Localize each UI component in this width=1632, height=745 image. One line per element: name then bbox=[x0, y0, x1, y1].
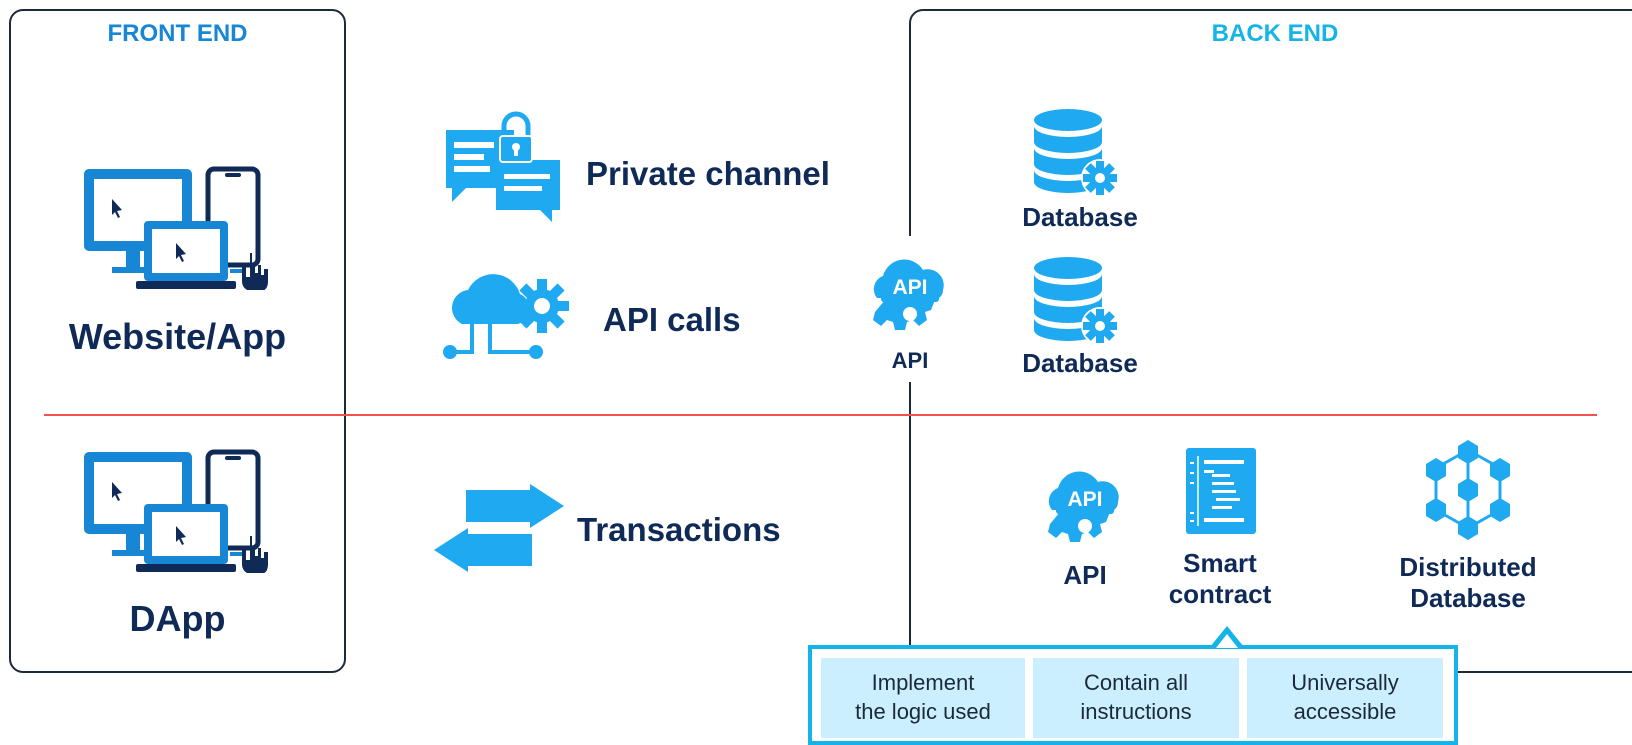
database-gear-icon bbox=[1034, 109, 1119, 197]
callout-cell-2: Contain all instructions bbox=[1033, 658, 1239, 738]
front-back-divider bbox=[44, 414, 1597, 416]
transactions-label: Transactions bbox=[577, 511, 781, 548]
website-app-label: Website/App bbox=[68, 316, 287, 357]
back-end-title: BACK END bbox=[1211, 20, 1339, 47]
private-chat-icon bbox=[446, 111, 560, 222]
callout-pointer-inner bbox=[1216, 634, 1238, 648]
distributed-database-label: Distributed Database bbox=[1399, 552, 1537, 614]
database-gear-icon bbox=[1034, 257, 1119, 345]
cloud-settings-icon bbox=[443, 274, 569, 359]
api-gear-icon bbox=[873, 259, 944, 330]
api-lower-badge-text: API bbox=[1067, 488, 1103, 511]
api-badge-text: API bbox=[892, 276, 928, 299]
dapp-label: DApp bbox=[129, 598, 226, 639]
api-center-label: API bbox=[891, 348, 929, 373]
api-lower-icon bbox=[1048, 471, 1119, 542]
front-end-title: FRONT END bbox=[107, 20, 248, 47]
callout-cell-3: Universally accessible bbox=[1247, 658, 1443, 738]
database-1-label: Database bbox=[1022, 202, 1138, 232]
distributed-network-icon bbox=[1426, 440, 1510, 540]
private-channel-label: Private channel bbox=[586, 155, 830, 192]
transactions-icon bbox=[434, 484, 564, 572]
smart-contract-label: Smart contract bbox=[1168, 548, 1272, 610]
database-2-label: Database bbox=[1022, 348, 1138, 378]
api-calls-label: API calls bbox=[603, 301, 741, 338]
api-lower-label: API bbox=[1063, 560, 1107, 590]
dapp-devices-icon bbox=[84, 449, 268, 573]
smart-contract-callout: Implement the logic used Contain all ins… bbox=[808, 645, 1458, 745]
smart-contract-icon bbox=[1186, 448, 1256, 534]
back-end-panel bbox=[909, 9, 1632, 673]
callout-cell-1: Implement the logic used bbox=[821, 658, 1025, 738]
devices-icon bbox=[84, 166, 268, 290]
